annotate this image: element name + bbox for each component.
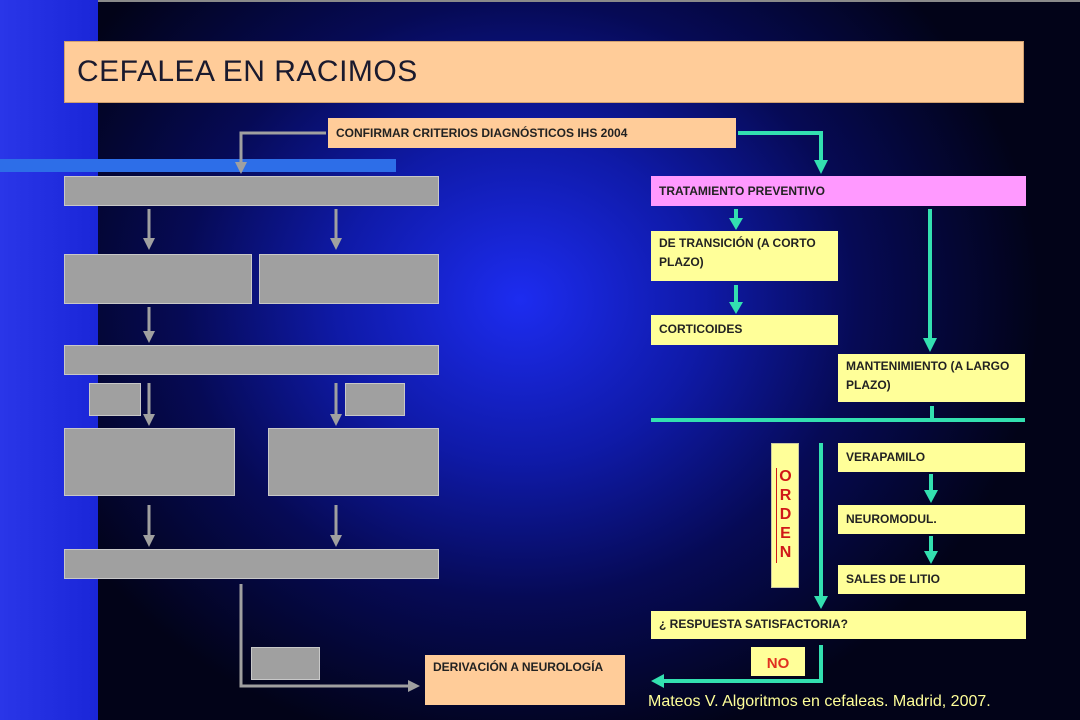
grey-arrowhead-3l [143,414,155,426]
maintenance-box: MANTENIMIENTO (A LARGO PLAZO) [838,354,1025,402]
grey-box-4a [64,428,235,496]
grey-box-6 [251,647,320,680]
grey-box-1 [64,176,439,206]
response-box: ¿ RESPUESTA SATISFACTORIA? [651,611,1026,639]
teal-arrowhead-transition [729,218,743,230]
grey-arrowhead-2 [143,331,155,343]
no-label: NO [751,647,805,676]
grey-small-box-right [345,383,405,416]
grey-connector-referral [239,584,408,688]
grey-arrowhead-4l [143,535,155,547]
grey-box-3 [64,345,439,375]
teal-connector-confirm [738,131,823,160]
blue-accent-band [0,159,396,172]
teal-connector-no [664,645,823,683]
teal-arrowhead-corticoids [729,302,743,314]
neuromodul-box: NEUROMODUL. [838,505,1025,534]
confirm-criteria-box: CONFIRMAR CRITERIOS DIAGNÓSTICOS IHS 200… [328,118,736,148]
citation: Mateos V. Algoritmos en cefaleas. Madrid… [648,693,991,710]
slide-title: CEFALEA EN RACIMOS [64,41,1024,103]
grey-arrowhead-confirm [235,162,247,174]
teal-arrowhead-order [814,596,828,609]
teal-arrowhead-no [651,674,664,688]
grey-connector-confirm [239,131,326,162]
transition-box: DE TRANSICIÓN (A CORTO PLAZO) [651,231,838,281]
grey-arrowhead-1l [143,238,155,250]
order-label-text: ORDEN [777,468,794,563]
lithium-box: SALES DE LITIO [838,565,1025,594]
teal-arrowhead-confirm [814,160,828,174]
grey-small-box-left [89,383,141,416]
grey-arrowhead-3r [330,414,342,426]
referral-box: DERIVACIÓN A NEUROLOGÍA [425,655,625,705]
verapamil-box: VERAPAMILO [838,443,1025,472]
grey-arrowhead-4r [330,535,342,547]
teal-arrowhead-maintenance [923,338,937,352]
top-divider [98,0,1080,2]
order-label: ORDEN [771,443,799,588]
grey-box-5 [64,549,439,579]
grey-box-2a [64,254,252,304]
teal-arrowhead-lithium [924,551,938,564]
teal-arrowhead-neuromodul [924,490,938,503]
grey-box-4b [268,428,439,496]
grey-box-2b [259,254,439,304]
grey-arrowhead-1r [330,238,342,250]
preventive-treatment-box: TRATAMIENTO PREVENTIVO [651,176,1026,206]
grey-arrowhead-referral [408,680,420,692]
corticoids-box: CORTICOIDES [651,315,838,345]
